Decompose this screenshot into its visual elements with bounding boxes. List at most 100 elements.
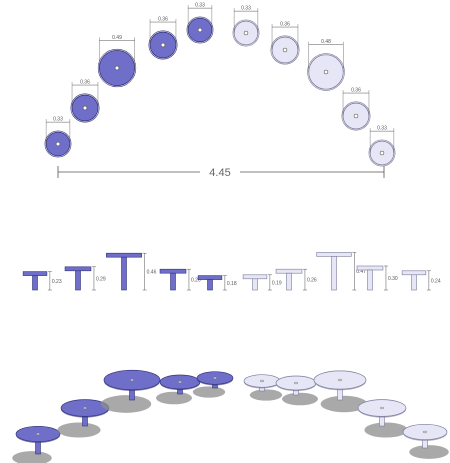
side-mushroom-1: 0.23: [22, 271, 62, 291]
side-mushroom-8: 0.47: [316, 252, 366, 291]
persp-shadow: [100, 395, 152, 413]
diameter-label: 0.36: [280, 22, 290, 28]
persp-mushroom-2: [57, 399, 110, 438]
height-label: 0.23: [52, 279, 62, 285]
persp-stem-hole: [423, 430, 428, 434]
diameter-label: 0.49: [112, 35, 122, 41]
cap-rim: [232, 19, 260, 47]
cap-rim: [97, 48, 137, 88]
persp-stem-hole: [294, 381, 299, 385]
side-mushroom-6: 0.19: [242, 274, 282, 291]
persp-stem-hole: [36, 432, 41, 436]
persp-mushroom-1: [12, 425, 61, 463]
side-mushroom-7: 0.26: [275, 268, 317, 291]
cap-rim: [270, 35, 300, 65]
persp-shadow: [282, 392, 318, 406]
diameter-label: 0.36: [158, 17, 168, 23]
side-stem: [331, 256, 337, 291]
perspective-view-panel: [12, 369, 449, 463]
persp-mushroom-6: [243, 374, 283, 401]
stem-hole: [197, 27, 203, 33]
top-cap-1: 0.33: [44, 117, 72, 158]
persp-stem-hole: [260, 379, 265, 383]
side-stem: [121, 256, 127, 291]
persp-shadow: [156, 391, 192, 405]
persp-mushroom-3: [100, 369, 161, 413]
persp-shadow: [364, 422, 408, 438]
side-cap: [242, 274, 268, 280]
top-cap-8: 0.48: [307, 39, 345, 91]
height-label: 0.26: [191, 278, 201, 284]
persp-shadow: [320, 395, 368, 413]
height-label: 0.18: [227, 281, 237, 287]
span-dimension: 4.45: [57, 166, 385, 179]
cap-rim: [70, 93, 100, 123]
side-mushroom-10: 0.24: [401, 270, 441, 291]
height-label: 0.26: [307, 278, 317, 284]
persp-mushroom-7: [275, 375, 318, 406]
persp-shadow: [57, 422, 101, 438]
stem-hole: [353, 113, 359, 119]
persp-mushroom-4: [156, 374, 201, 405]
diameter-label: 0.33: [195, 3, 205, 9]
height-label: 0.29: [96, 276, 106, 282]
side-mushroom-4: 0.26: [159, 268, 201, 291]
top-cap-3: 0.49: [97, 35, 137, 88]
cap-rim: [307, 53, 345, 91]
persp-shadow: [409, 445, 449, 459]
persp-mushroom-5: [192, 371, 234, 398]
cap-rim: [368, 139, 396, 167]
side-stem: [286, 272, 292, 291]
top-cap-6: 0.33: [232, 6, 260, 47]
stem-hole: [323, 69, 329, 75]
persp-stem-hole: [380, 406, 385, 410]
diameter-label: 0.48: [321, 39, 331, 45]
cap-rim: [44, 130, 72, 158]
top-cap-10: 0.33: [368, 126, 396, 167]
persp-stem-hole: [177, 380, 182, 384]
stem-hole: [82, 105, 88, 111]
side-mushroom-5: 0.18: [197, 275, 237, 291]
side-cap: [106, 252, 142, 258]
diameter-label: 0.33: [241, 6, 251, 12]
side-mushroom-3: 0.46: [106, 252, 157, 291]
height-label: 0.30: [388, 276, 398, 282]
side-mushroom-9: 0.30: [356, 265, 398, 291]
side-cap: [356, 265, 384, 271]
persp-stem-hole: [129, 378, 134, 382]
top-cap-5: 0.33: [186, 3, 214, 44]
persp-stem-hole: [82, 406, 87, 410]
stem-hole: [379, 150, 385, 156]
stem-hole: [243, 30, 249, 36]
side-cap: [275, 268, 303, 274]
persp-mushroom-10: [402, 423, 449, 459]
side-stem: [252, 278, 258, 291]
stem-hole: [114, 65, 120, 71]
height-label: 0.24: [431, 278, 441, 284]
cap-rim: [148, 30, 178, 60]
diameter-label: 0.33: [53, 117, 63, 123]
side-stem: [170, 272, 176, 291]
diameter-label: 0.36: [351, 88, 361, 94]
stem-hole: [55, 141, 61, 147]
side-cap: [22, 271, 48, 276]
persp-shadow: [12, 451, 52, 463]
persp-shadow: [192, 386, 226, 398]
side-mushroom-2: 0.29: [64, 266, 106, 291]
top-cap-2: 0.36: [70, 80, 100, 123]
stem-hole: [160, 42, 166, 48]
cap-rim: [186, 16, 214, 44]
side-stem: [411, 274, 417, 291]
diameter-label: 0.36: [80, 80, 90, 86]
side-cap: [197, 275, 223, 280]
side-cap: [64, 266, 92, 272]
persp-mushroom-9: [357, 399, 408, 438]
side-stem: [75, 270, 81, 291]
top-cap-7: 0.36: [270, 22, 300, 65]
persp-shadow: [249, 389, 283, 401]
stem-hole: [282, 47, 288, 53]
top-view-panel: 0.33 0.36 0.49 0.36 0.33 0.33 0.36 0.48 0.36 0.33: [44, 3, 396, 167]
top-cap-9: 0.36: [341, 88, 371, 131]
